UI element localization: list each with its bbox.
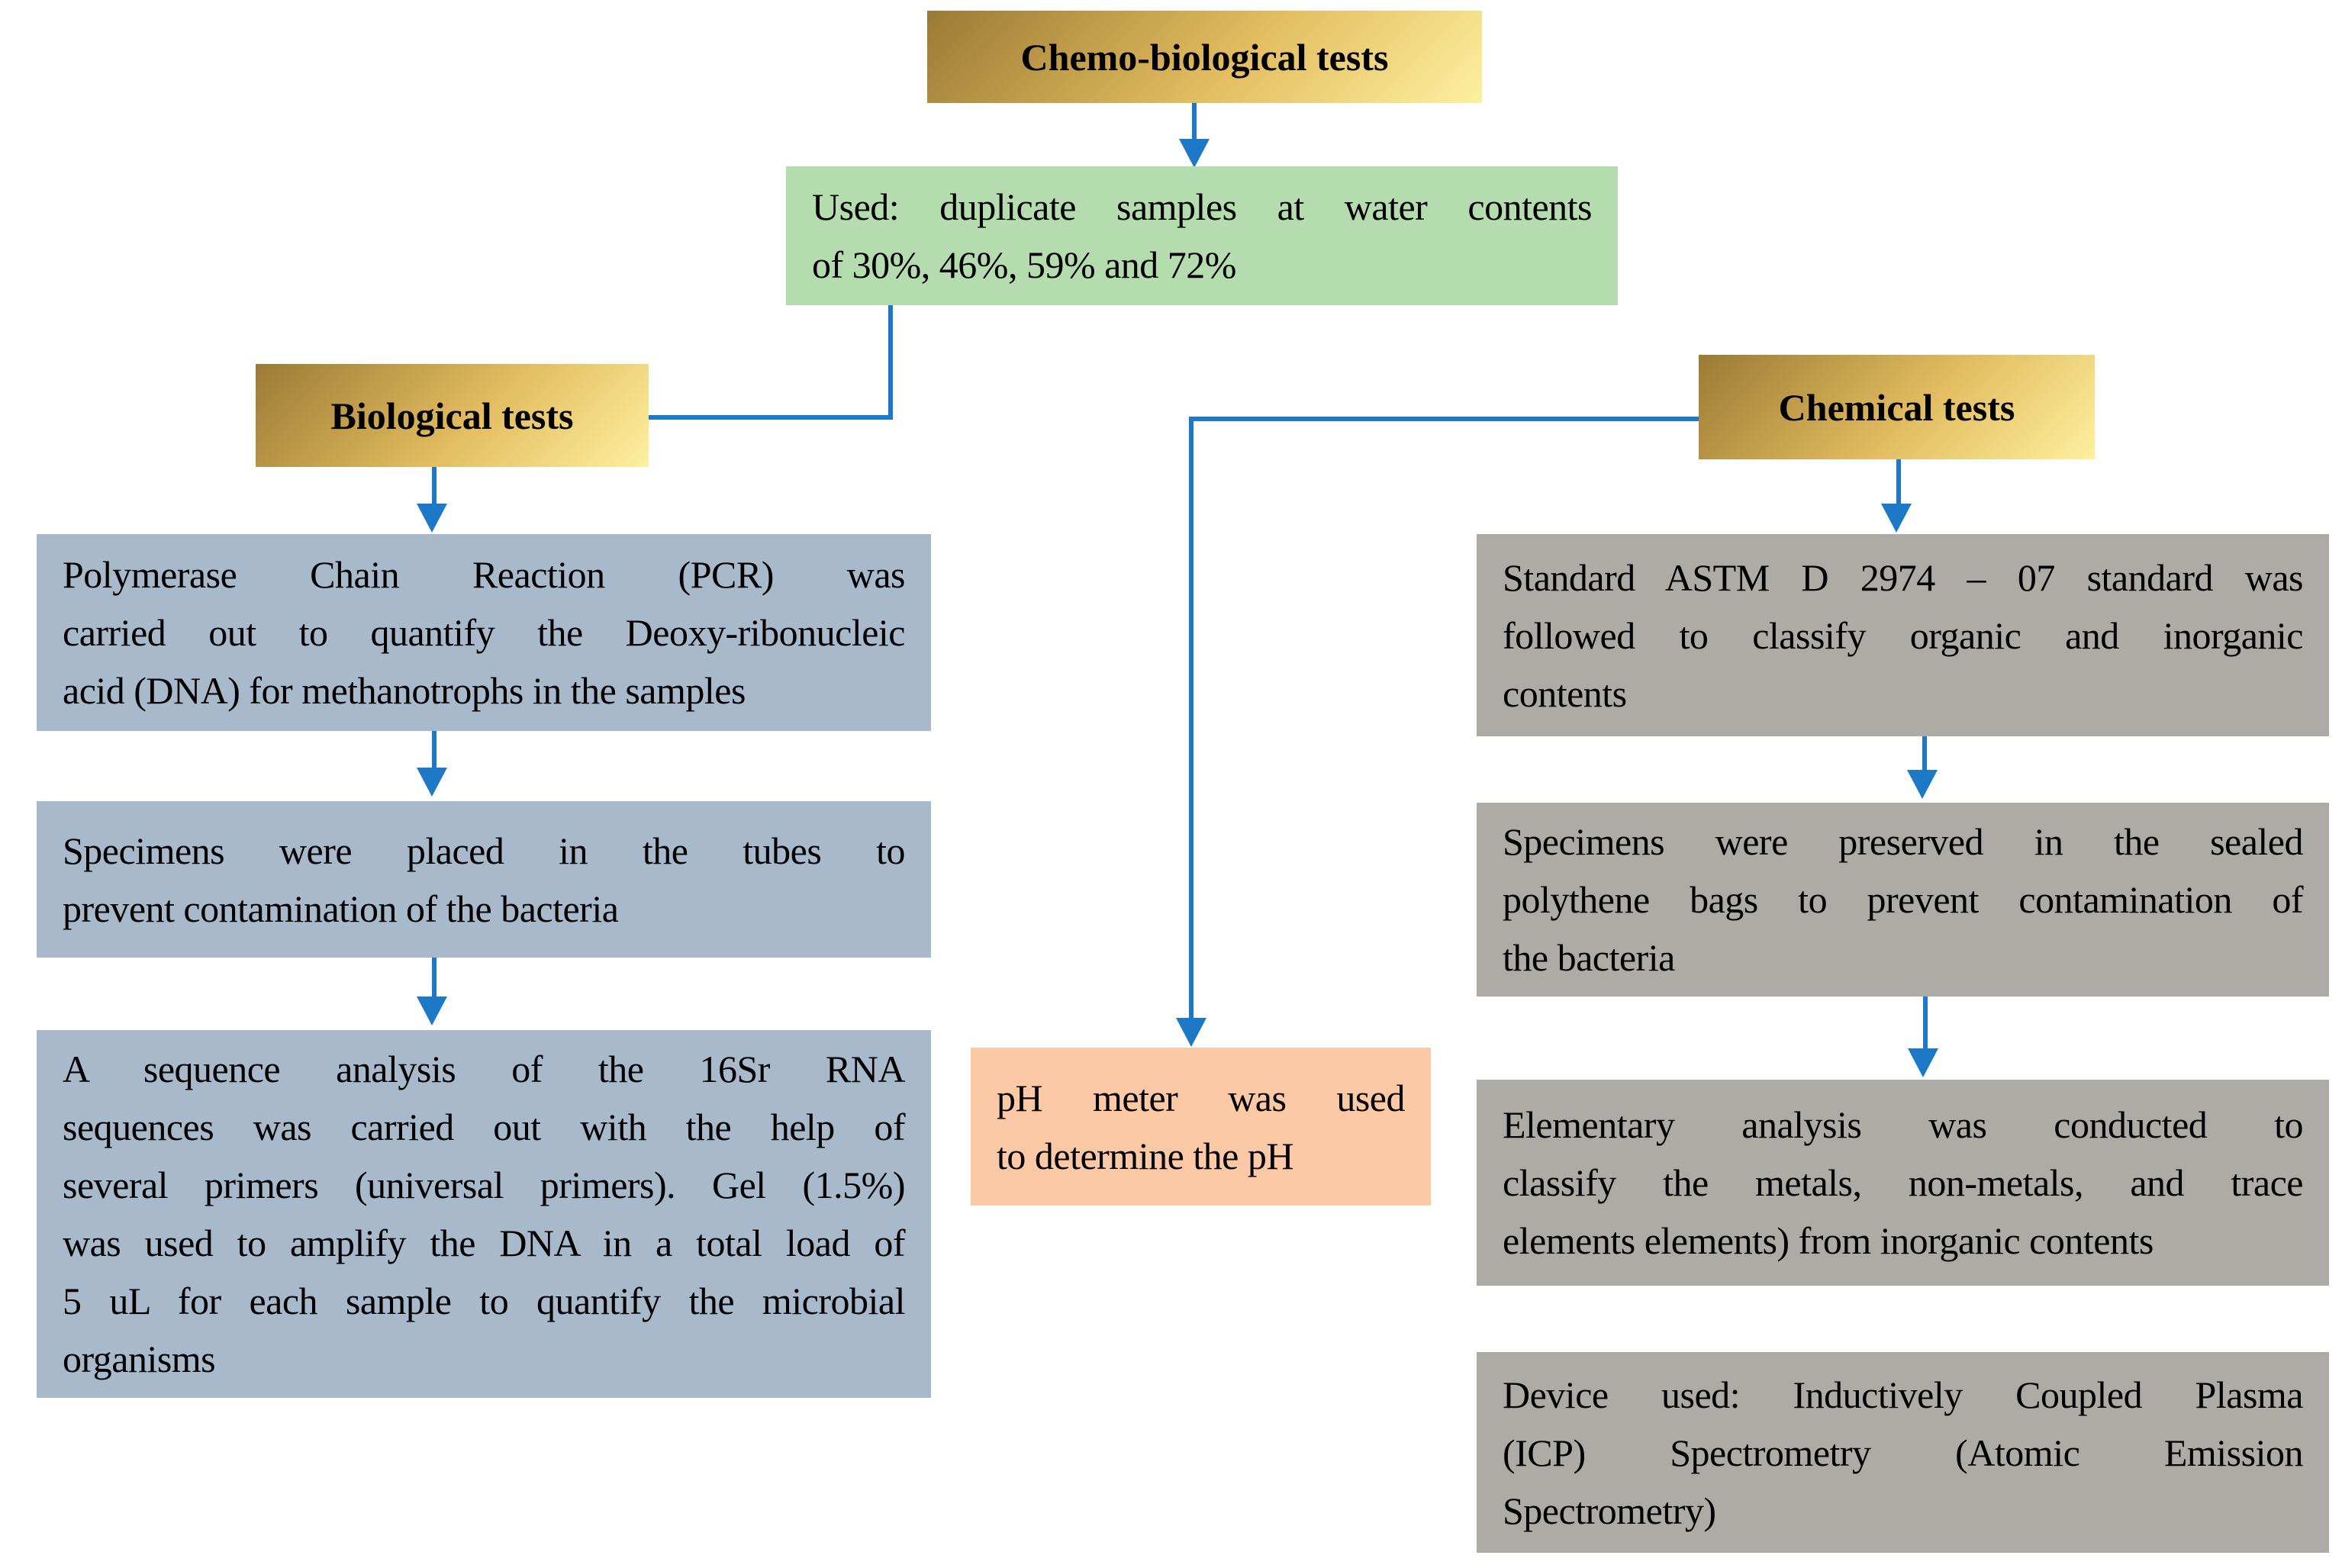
text-line: contents xyxy=(1503,671,1627,715)
text-line: sequences was carried out with the help … xyxy=(63,1106,906,1148)
arrow-to-ph-head xyxy=(1176,1018,1206,1047)
text-line: polythene bags to prevent contamination … xyxy=(1503,878,2304,921)
text-line: elements elements) from inorganic conten… xyxy=(1503,1219,2154,1262)
connector-samples-to-biological-horizontal xyxy=(649,415,893,420)
biological-tests-box: Biological tests xyxy=(256,364,649,467)
text-line: followed to classify organic and inorgan… xyxy=(1503,613,2304,657)
connector-to-ph-vertical xyxy=(1189,417,1194,1021)
arrow-tubes-to-sequence-line xyxy=(432,958,437,1000)
connector-samples-to-biological-vertical xyxy=(888,305,893,420)
text-line: Device used: Inductively Coupled Plasma xyxy=(1503,1373,2304,1416)
specimens-polythene-box: Specimens were preserved in the sealed po… xyxy=(1477,803,2329,997)
arrow-root-to-samples-line xyxy=(1192,103,1197,143)
arrow-root-to-samples-head xyxy=(1179,139,1210,168)
text-line: Elementary analysis was conducted to xyxy=(1503,1103,2304,1146)
text-line: Specimens were placed in the tubes to xyxy=(63,829,906,872)
text-line: pH meter was used xyxy=(997,1076,1406,1119)
astm-standard-box: Standard ASTM D 2974 – 07 standard was fo… xyxy=(1477,534,2329,736)
text-line: was used to amplify the DNA in a total l… xyxy=(63,1222,906,1264)
sequence-analysis-box: A sequence analysis of the 16Sr RNA seque… xyxy=(37,1030,931,1398)
pcr-box: Polymerase Chain Reaction (PCR) was carri… xyxy=(37,534,931,731)
text-line: Used: duplicate samples at water content… xyxy=(812,185,1593,228)
ph-meter-box: pH meter was used to determine the pH xyxy=(971,1048,1431,1206)
elementary-analysis-box: Elementary analysis was conducted to clas… xyxy=(1477,1080,2329,1286)
used-samples-box: Used: duplicate samples at water content… xyxy=(786,166,1618,305)
text-line: of 30%, 46%, 59% and 72% xyxy=(812,243,1236,286)
arrow-astm-to-polythene-line xyxy=(1922,736,1927,773)
arrow-biological-to-pcr-head xyxy=(417,504,447,533)
text-line: Spectrometry) xyxy=(1503,1489,1716,1532)
chemical-tests-box: Chemical tests xyxy=(1699,355,2095,459)
text-line: acid (DNA) for methanotrophs in the samp… xyxy=(63,669,746,712)
connector-to-chemical-horizontal xyxy=(1189,417,1699,421)
text-line: to determine the pH xyxy=(997,1134,1294,1177)
text-line: Polymerase Chain Reaction (PCR) was xyxy=(63,553,906,596)
text-line: 5 uL for each sample to quantify the mic… xyxy=(63,1280,906,1322)
arrow-pcr-to-tubes-line xyxy=(432,731,437,771)
arrow-tubes-to-sequence-head xyxy=(417,997,447,1025)
arrow-astm-to-polythene-head xyxy=(1907,770,1938,799)
text-line: the bacteria xyxy=(1503,936,1675,979)
arrow-polythene-to-elementary-line xyxy=(1923,997,1928,1051)
arrow-biological-to-pcr-line xyxy=(432,467,437,507)
arrow-chemical-to-astm-line xyxy=(1896,459,1901,507)
text-line: several primers (universal primers). Gel… xyxy=(63,1164,906,1206)
arrow-chemical-to-astm-head xyxy=(1881,504,1912,533)
text-line: (ICP) Spectrometry (Atomic Emission xyxy=(1503,1431,2304,1474)
arrow-polythene-to-elementary-head xyxy=(1908,1048,1938,1077)
text-line: prevent contamination of the bacteria xyxy=(63,887,619,930)
arrow-pcr-to-tubes-head xyxy=(417,768,447,797)
text-line: Standard ASTM D 2974 – 07 standard was xyxy=(1503,555,2304,599)
text-line: A sequence analysis of the 16Sr RNA xyxy=(63,1048,906,1090)
text-line: classify the metals, non-metals, and tra… xyxy=(1503,1161,2304,1204)
text-line: organisms xyxy=(63,1338,216,1380)
text-line: carried out to quantify the Deoxy-ribonu… xyxy=(63,611,906,654)
chemo-biological-tests-box: Chemo-biological tests xyxy=(927,11,1482,103)
icp-device-box: Device used: Inductively Coupled Plasma (… xyxy=(1477,1352,2329,1553)
text-line: Specimens were preserved in the sealed xyxy=(1503,820,2304,863)
specimens-tubes-box: Specimens were placed in the tubes to pre… xyxy=(37,801,931,958)
